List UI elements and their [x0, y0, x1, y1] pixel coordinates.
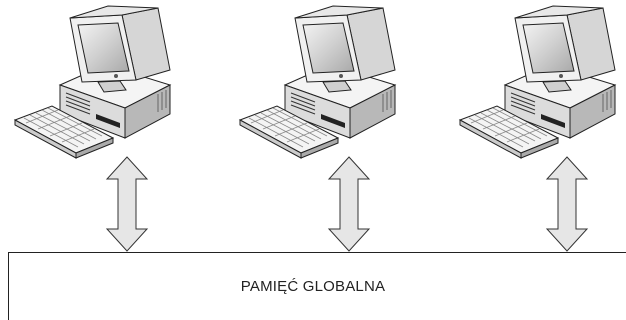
computer-icon [14, 5, 171, 159]
double-arrow-icon [328, 156, 370, 252]
double-arrow-icon [546, 156, 588, 252]
computer-icon [239, 5, 396, 159]
computer-3 [459, 5, 616, 159]
bidirectional-arrow-3 [546, 156, 588, 252]
computer-icon [459, 5, 616, 159]
computer-2 [239, 5, 396, 159]
bidirectional-arrow-2 [328, 156, 370, 252]
global-memory-label: PAMIĘĆ GLOBALNA [240, 278, 386, 295]
double-arrow-icon [106, 156, 148, 252]
global-memory-box [8, 252, 626, 320]
computer-1 [14, 5, 171, 159]
bidirectional-arrow-1 [106, 156, 148, 252]
